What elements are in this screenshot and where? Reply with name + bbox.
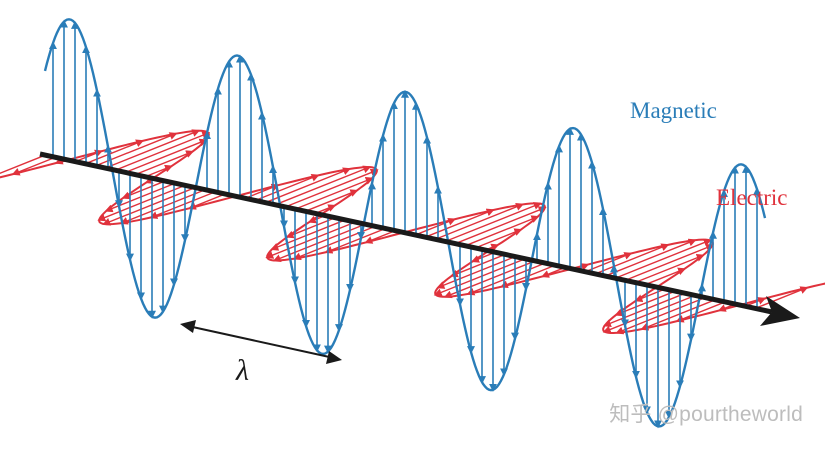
watermark: 知乎 @pourtheworld (609, 403, 803, 426)
electric-field-vector (296, 177, 374, 210)
electric-field-vector (646, 267, 687, 285)
wavelength-label: λ (235, 354, 249, 387)
electric-field-vector (606, 238, 697, 276)
electric-field-vector (596, 243, 670, 274)
electric-field-vector (11, 155, 58, 176)
wavelength-arrow-left-icon (180, 320, 196, 333)
electric-field-vector (615, 296, 708, 335)
electric-field-vector (256, 174, 320, 201)
magnetic-field-wave (43, 18, 767, 429)
electric-field-vector (443, 259, 538, 299)
electric-field-vector (270, 218, 348, 251)
electric-field-vector (456, 206, 547, 244)
electric-field-vector (306, 189, 359, 212)
magnetic-label: Magnetic (630, 98, 717, 123)
electric-field-vector (286, 168, 379, 207)
electric-field-vector (126, 138, 208, 173)
electric-field-vector (276, 165, 372, 205)
electric-field-vector (602, 291, 688, 327)
electric-field-vector (626, 244, 715, 281)
wavelength-arrow-right-icon (326, 351, 342, 364)
electric-field-vector (586, 252, 633, 272)
magnetic-wave-curve (43, 18, 767, 428)
electric-field-vector (466, 215, 540, 246)
electric-field-vector (756, 286, 809, 309)
electric-field-vector (324, 227, 388, 254)
electric-field-vector (119, 188, 208, 225)
electric-field-vector (446, 202, 542, 242)
electric-field-vector (436, 203, 525, 240)
electric-field-vector (636, 254, 705, 283)
electric-field-vector (476, 228, 523, 248)
electric-field-vector (266, 167, 352, 203)
electric-field-vector (136, 150, 195, 175)
electric-field-vector (616, 238, 712, 279)
propagation-axis (39, 151, 773, 315)
electric-field-vector (102, 186, 198, 226)
electric-field-vector (116, 131, 211, 171)
electric-field-vector (265, 220, 358, 259)
electric-label: Electric (716, 185, 788, 210)
electric-field-vector (436, 255, 518, 289)
electric-field-vector (602, 294, 698, 334)
propagation-arrowhead-icon (760, 296, 800, 326)
electric-field-vector (149, 190, 218, 219)
electric-field-vector (106, 129, 201, 169)
electric-field-vector (449, 253, 508, 278)
electric-field-vector (0, 153, 48, 174)
electric-field-vector (97, 184, 188, 222)
wavelength-marker: λ (180, 320, 342, 387)
